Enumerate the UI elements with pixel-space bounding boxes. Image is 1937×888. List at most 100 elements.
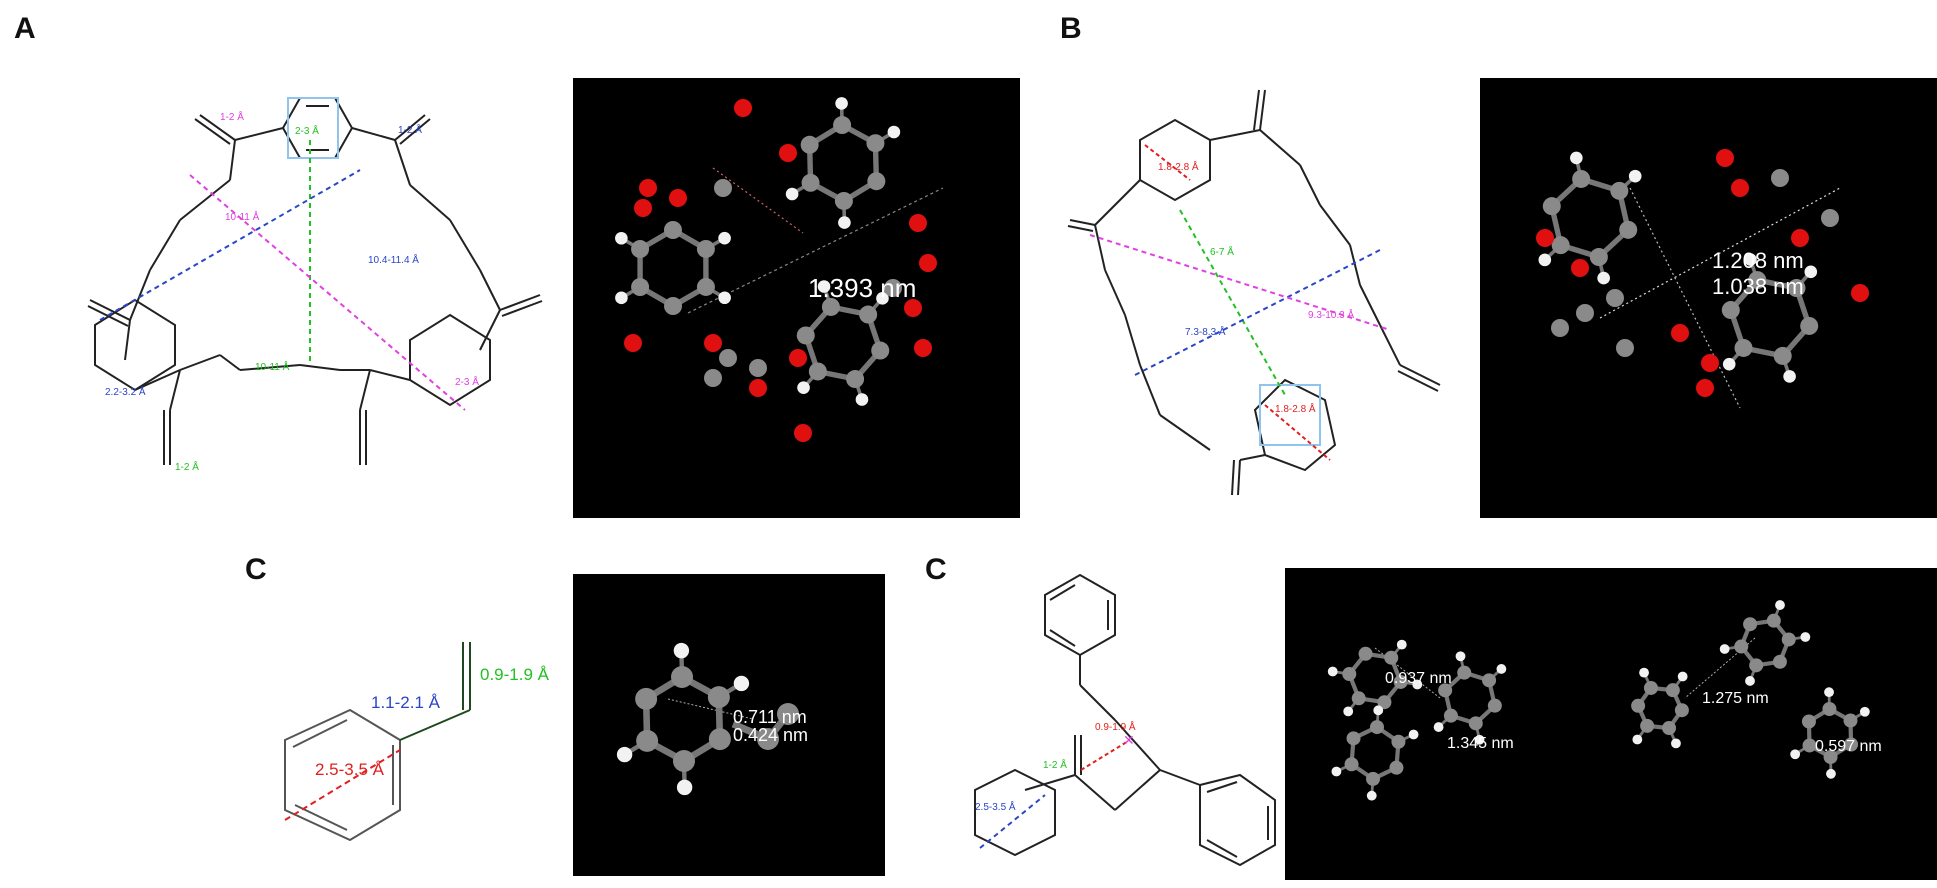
c1-ring-measure bbox=[284, 749, 401, 821]
hydrogen-atom bbox=[1474, 734, 1485, 745]
hydrogen-atom bbox=[1719, 644, 1730, 654]
hydrogen-atom bbox=[1800, 632, 1811, 642]
carbon-atom bbox=[714, 179, 732, 197]
panel-label-b: B bbox=[1060, 12, 1082, 45]
render-b-distance-labels: 1.208 nm 1.038 nm bbox=[1712, 248, 1804, 300]
carbon-atom bbox=[1787, 279, 1806, 298]
c2-cross-measure bbox=[1080, 739, 1131, 771]
oxygen-atom bbox=[1571, 259, 1589, 277]
carbon-atom bbox=[1734, 639, 1749, 654]
render-c1-molecule bbox=[616, 642, 799, 796]
panel-c2-bonds bbox=[974, 573, 1276, 867]
carbon-atom bbox=[1665, 683, 1680, 698]
hydrogen-atom bbox=[1408, 729, 1419, 740]
hydrogen-atom bbox=[1412, 679, 1423, 690]
label-c2-double: 1-2 Å bbox=[1043, 758, 1067, 771]
render-c1-label-1: 0.711 nm bbox=[733, 707, 807, 727]
carbon-atom bbox=[1781, 632, 1796, 647]
carbon-atom bbox=[1369, 720, 1384, 735]
oxygen-atom bbox=[1701, 354, 1719, 372]
carbon-atom bbox=[1344, 757, 1359, 772]
label-c1-double: 0.9-1.9 Å bbox=[480, 665, 550, 684]
hydrogen-atom bbox=[1455, 651, 1466, 662]
distance-line bbox=[667, 698, 754, 720]
label-c1-vinyl: 1.1-2.1 Å bbox=[371, 693, 441, 712]
hydrogen-atom bbox=[1804, 265, 1818, 279]
oxygen-atom bbox=[904, 299, 922, 317]
oxygen-atom bbox=[749, 379, 767, 397]
render-c2-label-4: 0.597 nm bbox=[1815, 738, 1882, 755]
hydrogen-atom bbox=[673, 642, 690, 659]
hydrogen-atom bbox=[817, 280, 831, 293]
carbon-atom bbox=[1377, 695, 1392, 710]
hydrogen-atom bbox=[733, 675, 750, 692]
panel-label-a: A bbox=[14, 12, 36, 45]
distance-line bbox=[1629, 187, 1741, 409]
oxygen-atom bbox=[669, 189, 687, 207]
c2-ring-measure bbox=[979, 794, 1046, 849]
carbon-atom bbox=[1358, 646, 1373, 661]
carbon-atom bbox=[1346, 731, 1361, 746]
oxygen-atom bbox=[919, 254, 937, 272]
carbon-atom bbox=[1610, 181, 1629, 200]
label-a-bottom: 1-2 Å bbox=[175, 460, 199, 473]
hydrogen-atom bbox=[1722, 357, 1736, 371]
carbon-atom bbox=[1721, 301, 1740, 320]
panel-c2-structure: ✕ 0.9-1.9 Å 1-2 Å 2.5-3.5 Å bbox=[974, 573, 1276, 867]
carbon-atom bbox=[833, 116, 852, 135]
carbon-atom bbox=[834, 191, 853, 210]
hydrogen-atom bbox=[1826, 768, 1836, 779]
hydrogen-atom bbox=[785, 187, 799, 201]
carbon-atom bbox=[696, 277, 715, 296]
hydrogen-atom bbox=[718, 231, 731, 245]
carbon-atom bbox=[846, 370, 865, 389]
panel-b-structure: 1.8-2.8 Å 6-7 Å 7.3-8.3 Å 9.3-10.3 Å 1.8… bbox=[1067, 89, 1441, 496]
measure-b-blue bbox=[1134, 249, 1381, 376]
hydrogen-atom bbox=[1775, 600, 1785, 610]
carbon-atom bbox=[1616, 339, 1634, 357]
carbon-atom bbox=[1821, 209, 1839, 227]
hydrogen-atom bbox=[615, 291, 628, 305]
hydrogen-atom bbox=[1433, 722, 1444, 732]
carbon-atom bbox=[801, 173, 820, 192]
carbon-atom bbox=[672, 749, 695, 772]
label-a-upper-diag: 10-11 Å bbox=[225, 210, 260, 223]
label-c1-ring: 2.5-3.5 Å bbox=[315, 760, 385, 779]
oxygen-atom bbox=[734, 99, 752, 117]
carbon-atom bbox=[821, 297, 840, 316]
oxygen-atom bbox=[789, 349, 807, 367]
carbon-atom bbox=[1734, 338, 1753, 357]
label-b-top-ring: 1.8-2.8 Å bbox=[1158, 160, 1199, 173]
c1-vinyl-bond bbox=[399, 709, 471, 741]
carbon-atom bbox=[1482, 673, 1497, 688]
carbon-atom bbox=[664, 297, 683, 315]
carbon-atom bbox=[1640, 718, 1655, 733]
carbon-atom bbox=[631, 278, 650, 297]
panel-c1-render: 0.711 nm 0.424 nm bbox=[573, 574, 885, 876]
hydrogen-atom bbox=[1327, 666, 1338, 677]
hydrogen-atom bbox=[1859, 706, 1870, 717]
carbon-atom bbox=[1643, 680, 1658, 695]
carbon-atom bbox=[1487, 698, 1502, 713]
carbon-atom bbox=[1631, 698, 1646, 713]
distance-line bbox=[712, 167, 804, 234]
oxygen-atom bbox=[704, 334, 722, 352]
carbon-atom bbox=[671, 666, 694, 689]
oxygen-atom bbox=[1851, 284, 1869, 302]
carbon-atom bbox=[707, 686, 730, 709]
hydrogen-atom bbox=[1373, 705, 1384, 716]
label-a-main-diag: 10.4-11.4 Å bbox=[368, 253, 419, 266]
carbon-atom bbox=[1393, 674, 1408, 689]
label-a-vertical: 10-11 Å bbox=[255, 360, 290, 373]
carbon-atom bbox=[696, 239, 715, 258]
carbon-atom bbox=[1384, 650, 1399, 665]
hydrogen-atom bbox=[615, 231, 628, 245]
oxygen-atom bbox=[1671, 324, 1689, 342]
label-c2-cross: 0.9-1.9 Å bbox=[1095, 720, 1136, 733]
carbon-atom bbox=[1773, 346, 1792, 365]
carbon-atom bbox=[871, 341, 890, 360]
label-a-top-ring: 2-3 Å bbox=[295, 124, 319, 137]
oxygen-atom bbox=[1731, 179, 1749, 197]
carbon-atom bbox=[867, 172, 886, 191]
carbon-atom bbox=[1391, 734, 1406, 749]
